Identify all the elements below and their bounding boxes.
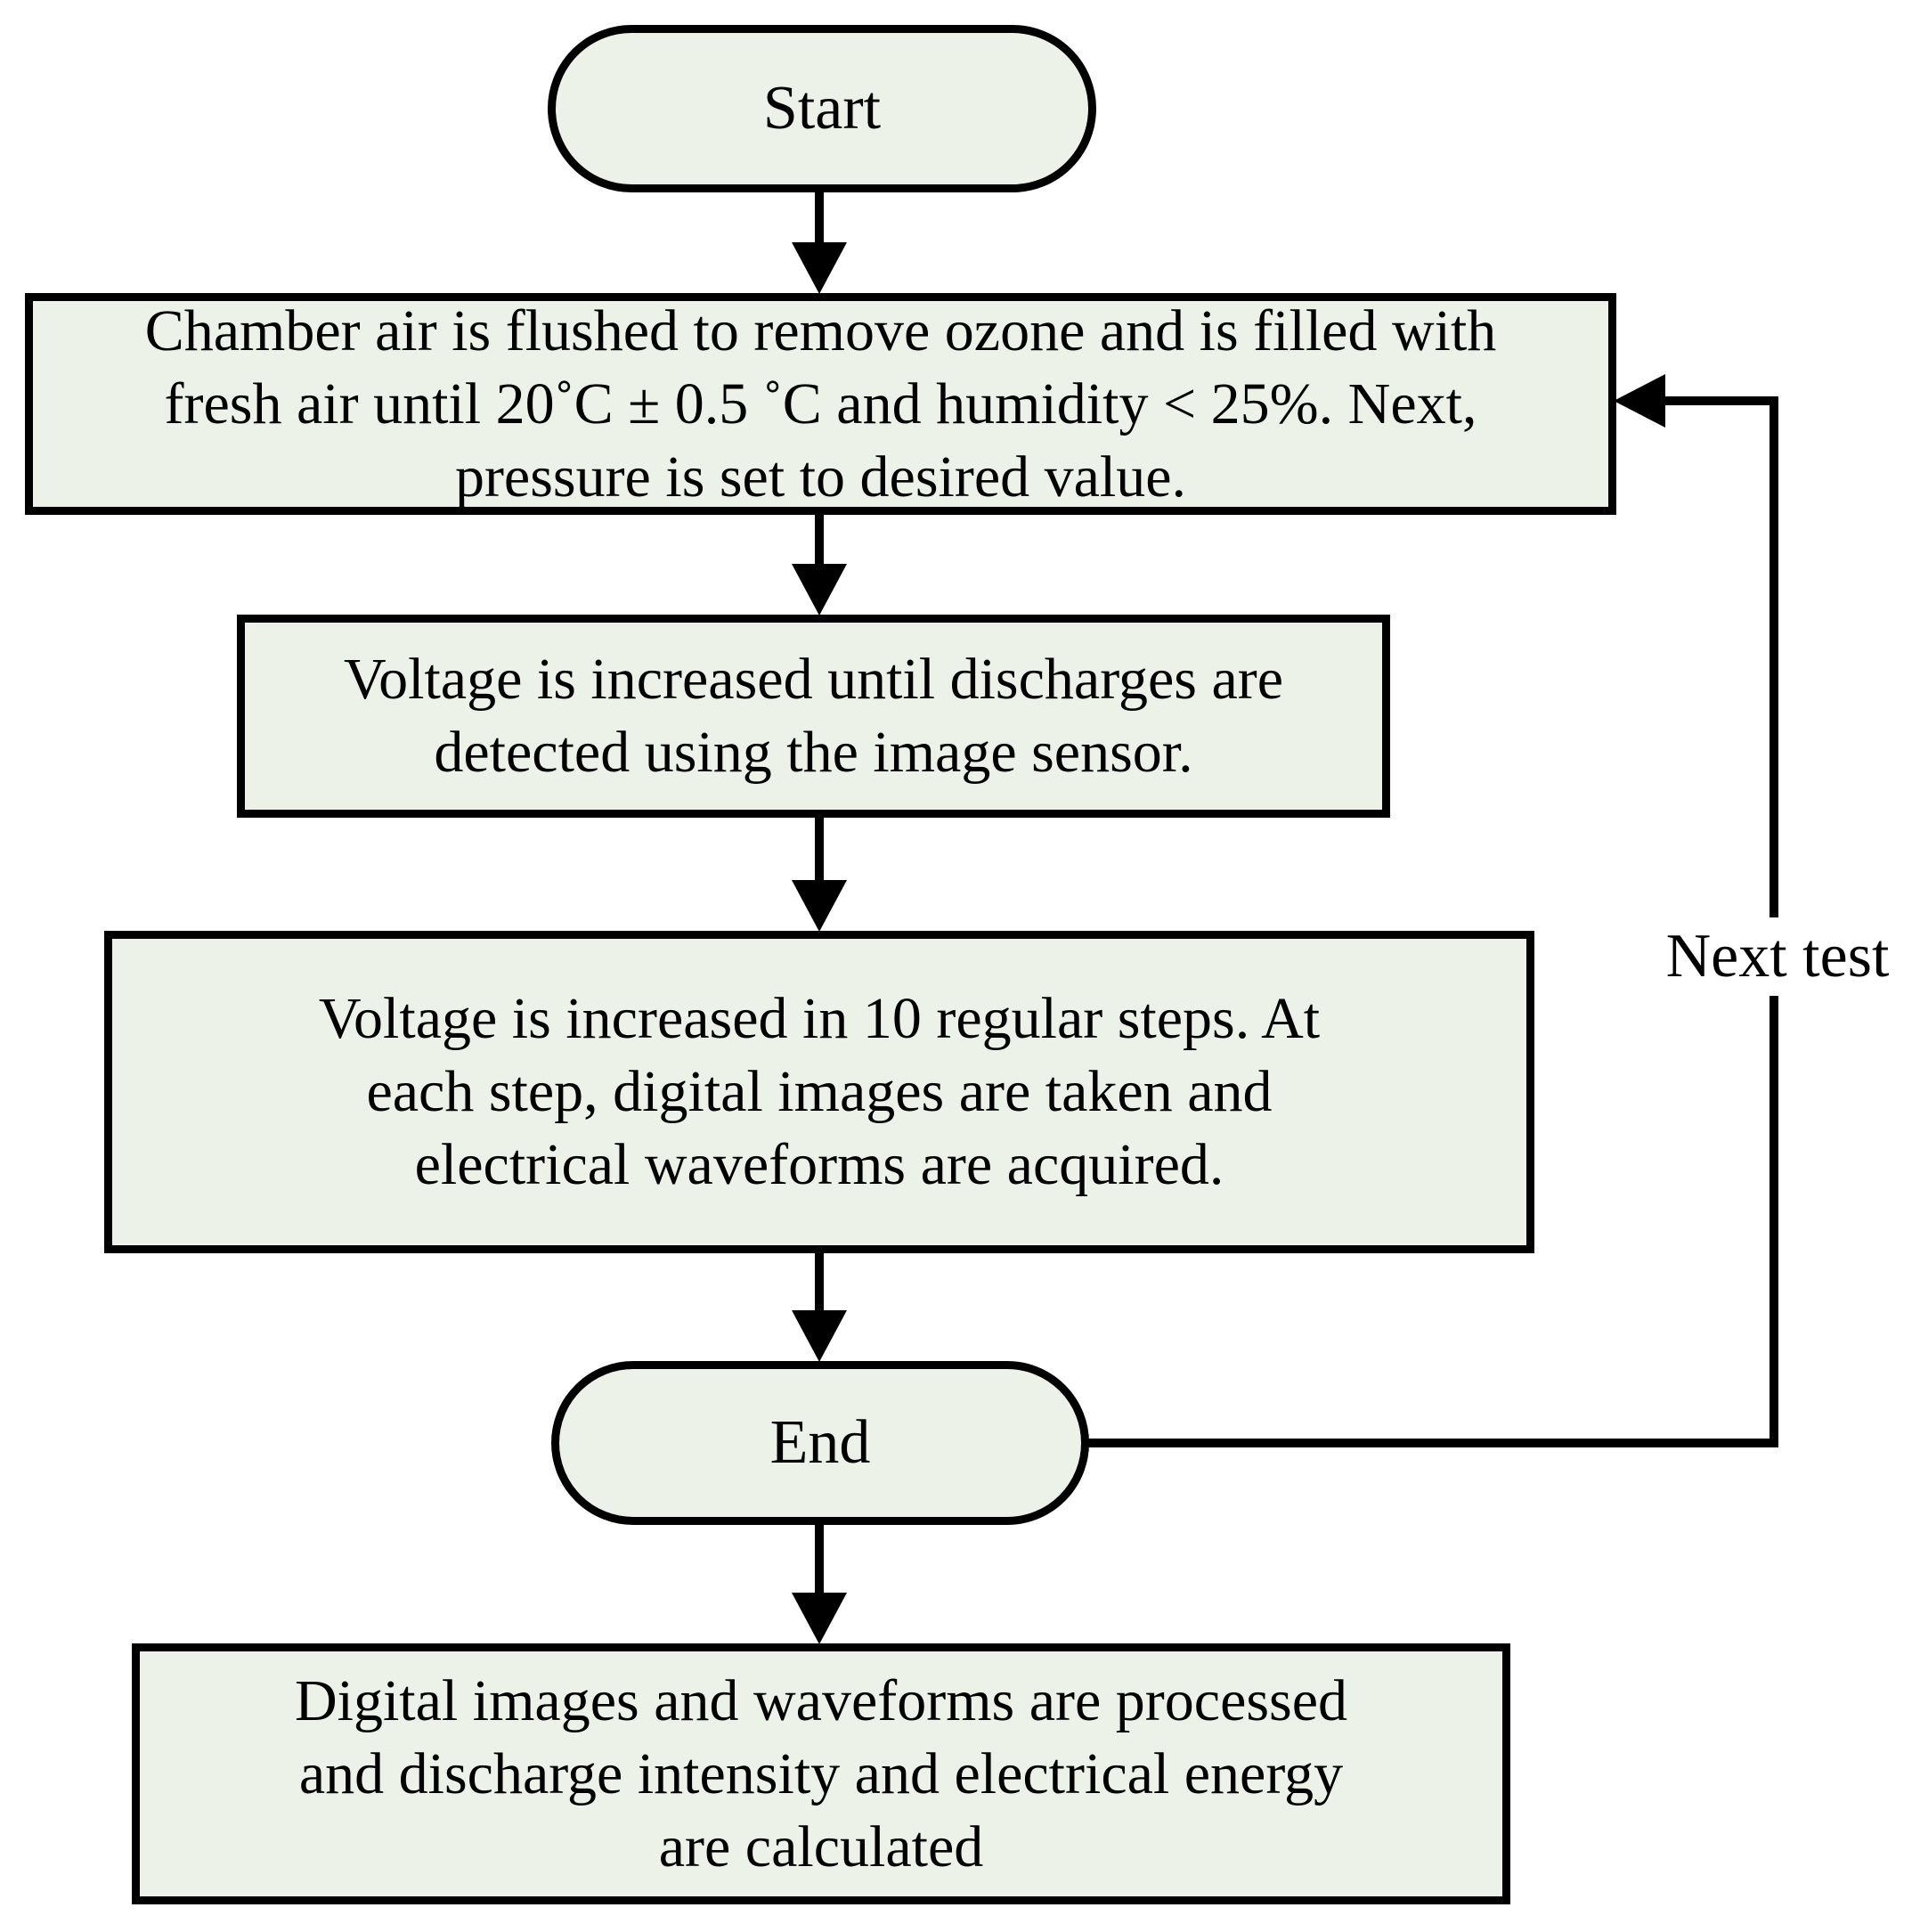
arrowhead-down-icon <box>792 1310 847 1362</box>
connector-chamber-detect <box>815 515 824 567</box>
flowchart-node-processing: Digital images and waveforms are process… <box>132 1643 1510 1904</box>
arrowhead-left-icon <box>1614 374 1665 428</box>
end-label: End <box>769 1408 871 1477</box>
arrowhead-down-icon <box>792 564 847 615</box>
next-test-label: Next test <box>1637 917 1918 996</box>
arrowhead-down-icon <box>792 242 847 294</box>
start-label: Start <box>762 74 882 143</box>
connector-steps-end <box>815 1253 824 1313</box>
flowchart-node-chamber-air: Chamber air is flushed to remove ozone a… <box>25 293 1616 515</box>
loop-segment-from-end <box>1088 1439 1778 1447</box>
chamber-air-text: Chamber air is flushed to remove ozone a… <box>144 298 1497 509</box>
voltage-steps-text: Voltage is increased in 10 regular steps… <box>318 986 1321 1197</box>
processing-text: Digital images and waveforms are process… <box>294 1667 1348 1879</box>
connector-end-process <box>815 1525 824 1595</box>
arrowhead-down-icon <box>792 880 847 932</box>
flowchart-node-end: End <box>551 1361 1089 1525</box>
loop-segment-to-chamber <box>1662 396 1778 405</box>
voltage-detect-text: Voltage is increased until discharges ar… <box>343 647 1284 785</box>
arrowhead-down-icon <box>792 1593 847 1644</box>
flowchart-node-voltage-steps: Voltage is increased in 10 regular steps… <box>104 931 1534 1253</box>
flowchart-node-voltage-detect: Voltage is increased until discharges ar… <box>237 615 1390 818</box>
connector-detect-steps <box>815 818 824 883</box>
connector-start-chamber <box>815 191 824 246</box>
flowchart-node-start: Start <box>548 25 1096 192</box>
